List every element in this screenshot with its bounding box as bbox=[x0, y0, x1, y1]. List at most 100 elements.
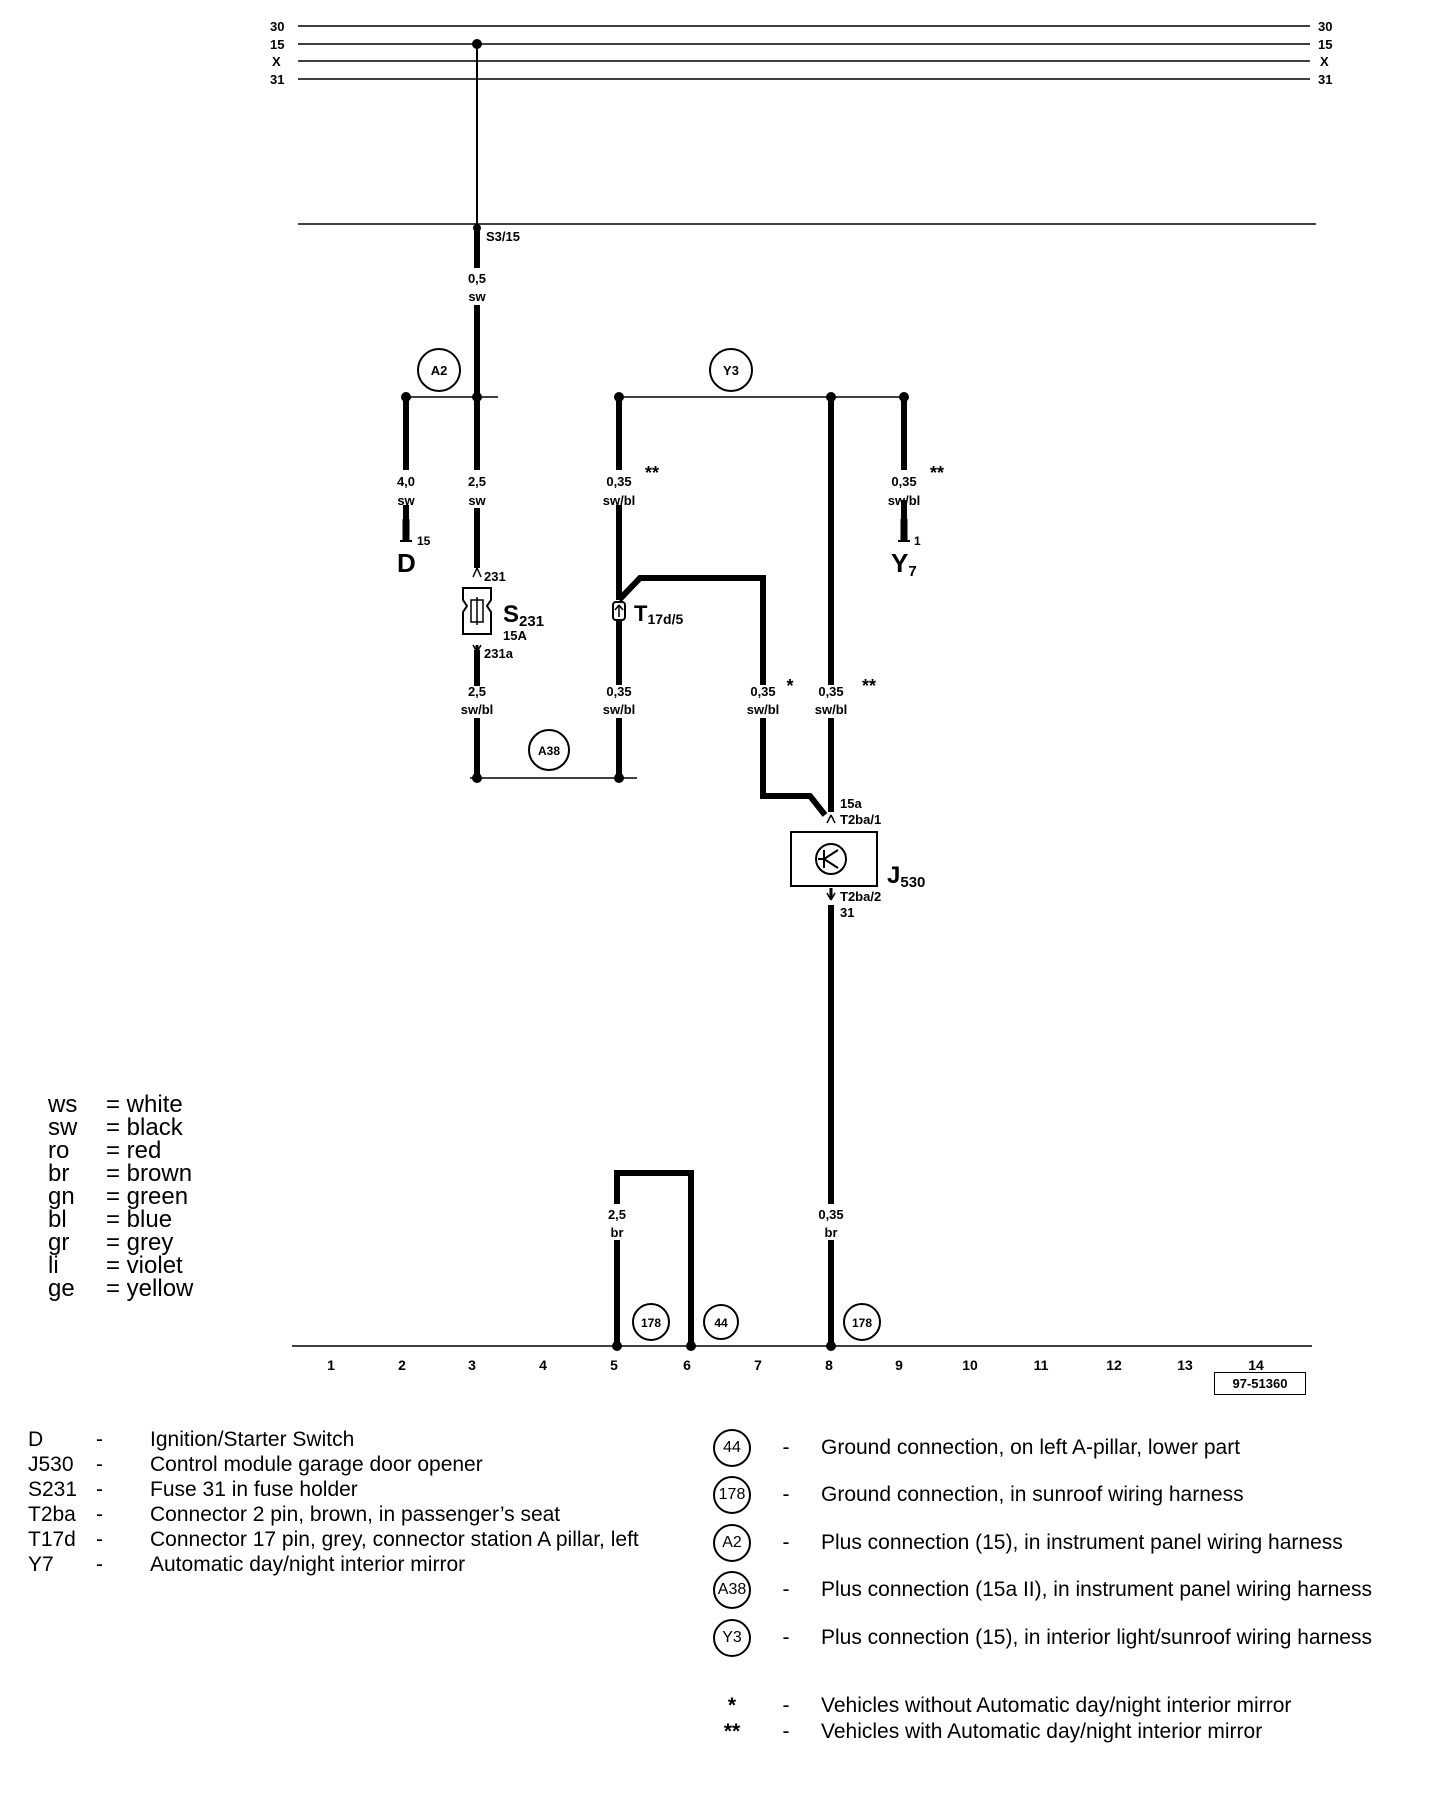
component-code: D bbox=[28, 1428, 44, 1451]
component-text: Fuse 31 in fuse holder bbox=[150, 1478, 358, 1501]
connection-a38-label: A38 bbox=[538, 744, 560, 758]
wire-note: * bbox=[786, 676, 793, 696]
connection-text: Ground connection, in sunroof wiring har… bbox=[821, 1483, 1244, 1507]
junction-dot bbox=[614, 773, 624, 783]
fuse-s231: 231 S231 15A 231a bbox=[462, 567, 544, 661]
wire-size: 0,35 bbox=[818, 1207, 843, 1222]
connection-a2-label: A2 bbox=[431, 363, 448, 378]
d-label: D bbox=[397, 548, 416, 578]
legend-text: = violet bbox=[106, 1252, 183, 1279]
wire-size: 0,35 bbox=[891, 474, 916, 489]
footnote-text: Vehicles without Automatic day/night int… bbox=[821, 1694, 1292, 1717]
connection-text: Plus connection (15), in instrument pane… bbox=[821, 1530, 1343, 1554]
wire-size: 2,5 bbox=[468, 474, 486, 489]
wire-color-legend: ws= white sw= black ro= red br= brown gn… bbox=[48, 1091, 194, 1302]
wire-size: 0,35 bbox=[606, 474, 631, 489]
junction-dot bbox=[826, 1341, 836, 1351]
wire-size: 4,0 bbox=[397, 474, 415, 489]
wire-color: sw/bl bbox=[888, 493, 921, 508]
component-code: Y7 bbox=[28, 1553, 54, 1576]
connection-a38-circle bbox=[528, 729, 570, 771]
rail-x-label-right: X bbox=[1320, 54, 1329, 69]
junction-dot bbox=[614, 392, 624, 402]
t17d-label: T17d/5 bbox=[634, 601, 683, 627]
legend-code: ro bbox=[48, 1137, 70, 1164]
legend-code: sw bbox=[48, 1114, 78, 1141]
wire-color: sw/bl bbox=[603, 493, 636, 508]
ground-number: 4 bbox=[539, 1357, 547, 1373]
wire-note: ** bbox=[930, 463, 944, 483]
separator: - bbox=[782, 1530, 790, 1554]
document-code: 97-51360 bbox=[1214, 1372, 1306, 1395]
legend-row: ro= red bbox=[48, 1137, 193, 1164]
component-code: S231 bbox=[28, 1478, 78, 1501]
connection-badge: Y3 bbox=[713, 1618, 751, 1657]
ground-number: 6 bbox=[683, 1357, 691, 1373]
wire-size: 2,5 bbox=[468, 684, 486, 699]
wire-size: 0,35 bbox=[606, 684, 631, 699]
connection-row: 44-Ground connection, on left A-pillar, … bbox=[713, 1424, 1372, 1472]
legend-row: sw= black bbox=[48, 1114, 193, 1141]
connection-y3-label: Y3 bbox=[723, 363, 739, 378]
separator: - bbox=[782, 1578, 790, 1602]
wire-color: sw/bl bbox=[747, 702, 780, 717]
legend-row: gn= green bbox=[48, 1183, 193, 1210]
connection-row: A2-Plus connection (15), in instrument p… bbox=[713, 1519, 1372, 1567]
connection-badge: 178 bbox=[713, 1476, 751, 1515]
junction-dot bbox=[472, 39, 482, 49]
separator: - bbox=[96, 1428, 103, 1451]
legend-row: li= violet bbox=[48, 1252, 193, 1279]
component-text: Ignition/Starter Switch bbox=[150, 1428, 355, 1451]
supply-rails bbox=[292, 25, 1316, 1347]
ground-number: 9 bbox=[895, 1357, 903, 1373]
separator: - bbox=[782, 1694, 790, 1717]
wire-color: sw/bl bbox=[603, 702, 636, 717]
junction-dot bbox=[472, 392, 482, 402]
ground-178-label: 178 bbox=[852, 1316, 872, 1330]
ground-178-circle bbox=[843, 1303, 881, 1341]
legend-text: = green bbox=[106, 1183, 189, 1210]
connection-text: Plus connection (15a II), in instrument … bbox=[821, 1578, 1372, 1602]
component-row: Y7-Automatic day/night interior mirror bbox=[28, 1552, 639, 1577]
legend-code: ws bbox=[48, 1091, 78, 1118]
wire-color: sw bbox=[397, 493, 415, 508]
legend-text: = white bbox=[106, 1091, 183, 1118]
rail-x-label-left: X bbox=[272, 54, 281, 69]
fuse-pin-in: 231 bbox=[484, 569, 506, 584]
component-row: D - Ignition/Starter Switch bbox=[28, 1427, 639, 1452]
j530-pin-in-2: T2ba/1 bbox=[840, 812, 881, 827]
d-pin-label: 15 bbox=[417, 534, 431, 548]
ground-number: 1 bbox=[327, 1357, 335, 1373]
ground-number: 10 bbox=[962, 1357, 978, 1373]
wire-note: ** bbox=[862, 676, 876, 696]
separator: - bbox=[782, 1483, 790, 1507]
component-text: Connector 2 pin, brown, in passenger’s s… bbox=[150, 1503, 561, 1526]
legend-text: = brown bbox=[106, 1160, 193, 1187]
ground-178-circle bbox=[632, 1303, 670, 1341]
legend-row: bl= blue bbox=[48, 1206, 193, 1233]
ground-number: 8 bbox=[825, 1357, 833, 1373]
wire-color: sw/bl bbox=[461, 702, 494, 717]
component-code: T2ba bbox=[28, 1503, 76, 1526]
wire-color: br bbox=[825, 1225, 838, 1240]
legend-text: = grey bbox=[106, 1229, 174, 1256]
ground-number: 3 bbox=[468, 1357, 476, 1373]
legend-code: bl bbox=[48, 1206, 67, 1233]
wire-note: ** bbox=[645, 463, 659, 483]
ground-number: 12 bbox=[1106, 1357, 1122, 1373]
s3-label: S3/15 bbox=[486, 229, 520, 244]
legend-text: = yellow bbox=[106, 1275, 194, 1302]
wire-color: br bbox=[611, 1225, 624, 1240]
rail-31-label-right: 31 bbox=[1318, 72, 1332, 87]
footnote-row: *-Vehicles without Automatic day/night i… bbox=[713, 1693, 1291, 1719]
separator: - bbox=[96, 1528, 103, 1551]
rail-15-label-left: 15 bbox=[270, 37, 284, 52]
wire-size: 0,35 bbox=[750, 684, 775, 699]
component-text: Automatic day/night interior mirror bbox=[150, 1553, 466, 1576]
junction-dot bbox=[401, 392, 411, 402]
legend-row: ge= yellow bbox=[48, 1275, 194, 1302]
wire-color: sw/bl bbox=[815, 702, 848, 717]
component-code: T17d bbox=[28, 1528, 76, 1551]
connection-text: Ground connection, on left A-pillar, low… bbox=[821, 1435, 1241, 1459]
separator: - bbox=[782, 1625, 790, 1649]
